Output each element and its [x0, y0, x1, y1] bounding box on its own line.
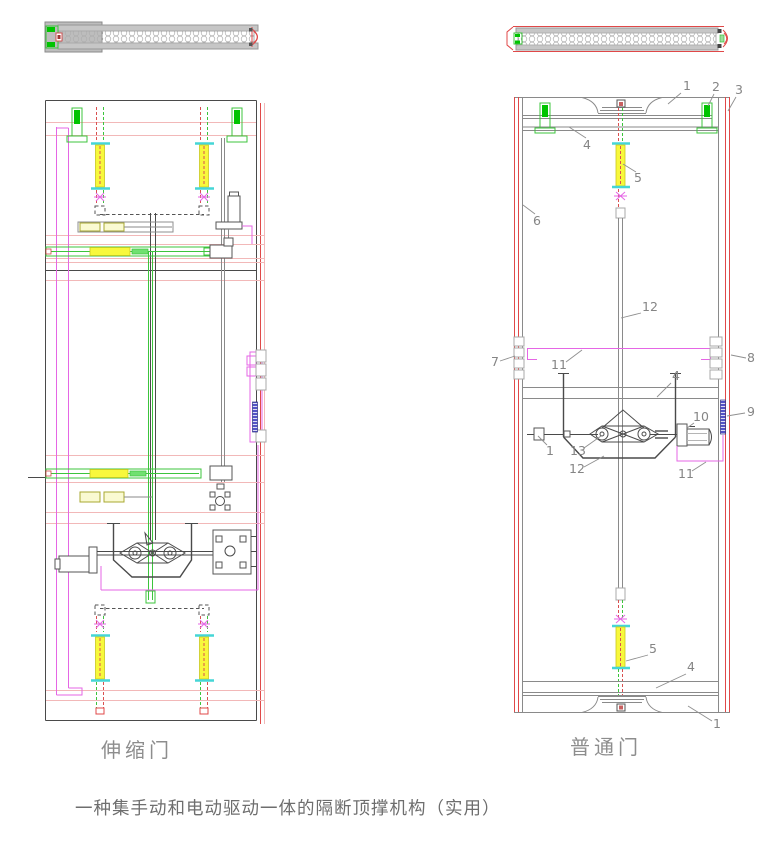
- panel-skin-bottom: [515, 44, 719, 51]
- part-label: 7: [491, 354, 499, 369]
- telescopic-door-plan-section: [44, 21, 259, 53]
- ordinary-door-plan-section: [506, 26, 728, 52]
- drawing-title: 一种集手动和电动驱动一体的隔断顶撑机构（实用）: [75, 799, 501, 819]
- mid-rails: [522, 387, 718, 399]
- rail-bracket: [209, 465, 233, 481]
- bottom-spring-assembly: [612, 600, 630, 696]
- part-label: 1: [713, 716, 721, 731]
- part-labels: 1 2 3 4 5 6 12 7 11 8 4 9 10 1 13 12 11 …: [491, 78, 755, 731]
- telescopic-door-caption: 伸缩门: [101, 738, 173, 762]
- bottom-spring-assembly-right: [195, 616, 214, 715]
- panel-honeycomb-core: [59, 30, 255, 44]
- coupling-cross: [94, 192, 106, 202]
- part-label: 9: [747, 404, 755, 419]
- rod-connector: [533, 427, 545, 441]
- panel-skin-top: [515, 27, 719, 34]
- part-label: 10: [693, 409, 709, 424]
- panel-honeycomb-core: [517, 32, 717, 46]
- top-roller-carriage: [581, 97, 663, 114]
- rail-highlight-yellow: [89, 247, 131, 256]
- coupling-cross: [614, 614, 627, 624]
- top-anchor-bolt-left: [534, 102, 556, 134]
- top-anchor-bolt-left: [66, 107, 88, 143]
- panel-skin-bottom: [57, 42, 259, 50]
- coupling-cross: [94, 619, 106, 629]
- part-label: 6: [533, 213, 541, 228]
- rail-bracket: [209, 244, 233, 259]
- wiring-scissor: [100, 445, 259, 591]
- part-label: 5: [634, 170, 642, 185]
- drive-motor: [58, 555, 90, 573]
- telescopic-door-view: [28, 100, 267, 724]
- bottom-spring-assembly-left: [91, 616, 110, 715]
- part-label: 2: [712, 79, 720, 94]
- pivot-bracket: [209, 483, 231, 511]
- top-spring-assembly-right: [195, 107, 214, 216]
- part-label: 1: [546, 443, 554, 458]
- part-label: 3: [735, 82, 743, 97]
- part-label: 1: [683, 78, 691, 93]
- panel-end-cap-right: [249, 27, 258, 47]
- ordinary-door-view: [513, 97, 730, 713]
- part-label: 8: [747, 350, 755, 365]
- part-label: 12: [642, 299, 658, 314]
- part-label: 5: [649, 641, 657, 656]
- panel-end-cap-right: [717, 29, 728, 48]
- side-bracket: [212, 529, 256, 575]
- panel-end-fitting-left: [45, 25, 63, 49]
- lower-telescopic-rail: [45, 465, 233, 481]
- blue-hatch-strip: [252, 401, 258, 433]
- scissor-mechanism: [54, 445, 259, 591]
- part-label: 4: [583, 137, 591, 152]
- part-label: 4: [687, 659, 695, 674]
- blue-hatch-strip: [720, 399, 726, 435]
- coupling-cross: [198, 619, 210, 629]
- part-label: 12: [569, 461, 585, 476]
- top-spring-assembly-left: [91, 107, 110, 216]
- bottom-roller-carriage: [581, 696, 663, 713]
- bottom-rails: [522, 681, 718, 696]
- upper-telescopic-rail: [45, 244, 233, 259]
- upper-motor-unit: [215, 191, 253, 247]
- panel-skin-top: [57, 24, 259, 32]
- lower-slider-blocks: [79, 491, 152, 503]
- support-mechanism: [527, 373, 681, 459]
- edge-latch-right: [709, 336, 723, 380]
- part-label: 4: [672, 368, 680, 383]
- motor-wiring: [676, 435, 724, 462]
- top-spring-assembly: [612, 108, 630, 219]
- part-label: 13: [570, 443, 586, 458]
- support-trapezoid: [112, 523, 193, 578]
- upper-slider-bar: [77, 221, 174, 233]
- coupling-cross: [614, 191, 627, 201]
- support-trapezoid: [562, 436, 677, 459]
- right-latch-assembly: [246, 349, 267, 443]
- part-label: 11: [551, 357, 567, 372]
- ordinary-door-caption: 普通门: [570, 735, 642, 759]
- rail-highlight-yellow: [89, 469, 129, 478]
- top-anchor-bolt-right: [226, 107, 248, 143]
- coupling-cross: [198, 192, 210, 202]
- wiring-left: [56, 127, 83, 696]
- edge-latch-left: [513, 336, 525, 380]
- top-anchor-bolt-right: [696, 102, 718, 134]
- panel-end-fitting-left: [506, 26, 523, 51]
- center-push-rod: [615, 218, 626, 601]
- bottom-crossbar: [94, 590, 210, 616]
- drive-motor-unit: [676, 423, 712, 447]
- part-label: 11: [678, 466, 694, 481]
